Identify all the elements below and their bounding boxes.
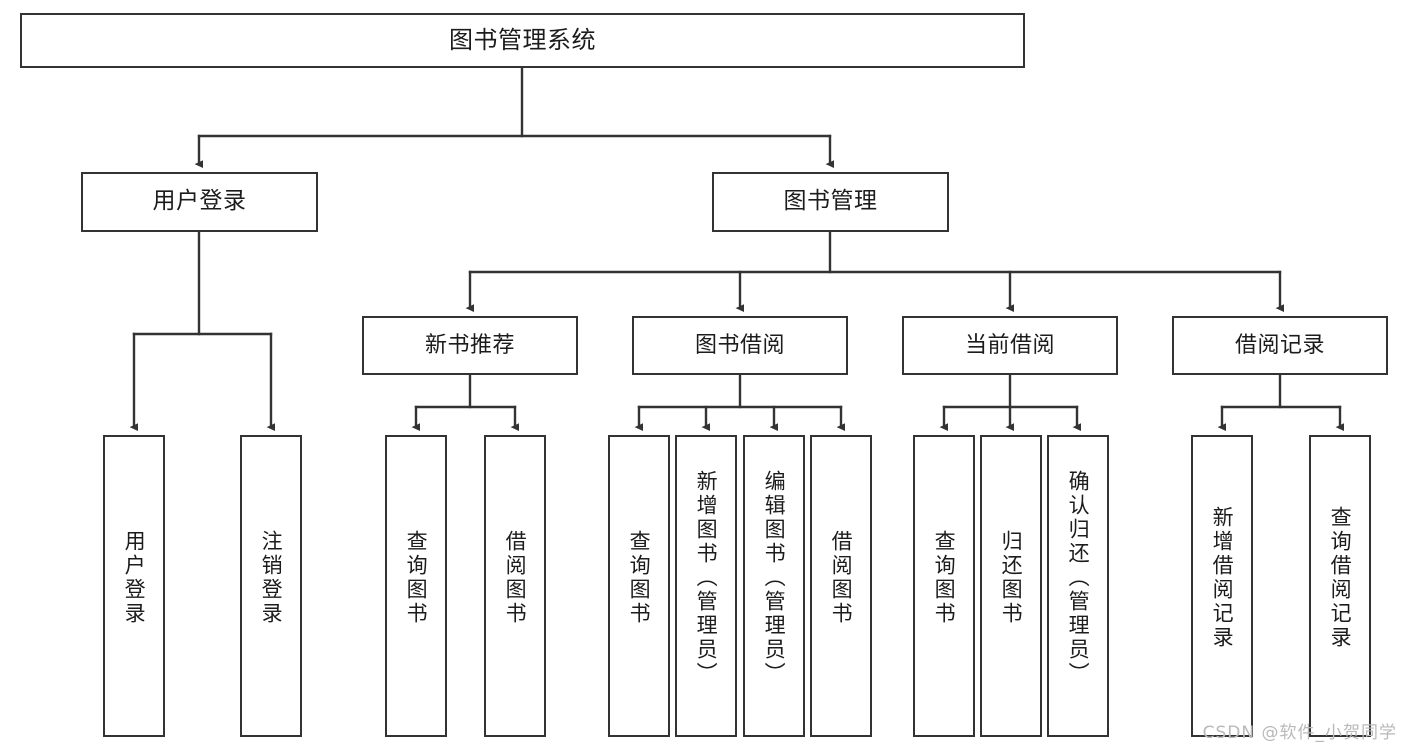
node-leaf-logout-login-label: 注销登录 <box>259 530 284 626</box>
node-leaf-edit-book[interactable]: 编辑图书（管理员） <box>743 435 805 737</box>
node-leaf-query-borrow-record[interactable]: 查询借阅记录 <box>1309 435 1371 737</box>
node-borrow-record[interactable]: 借阅记录 <box>1172 316 1388 375</box>
node-leaf-add-borrow-record-label: 新增借阅记录 <box>1210 506 1235 650</box>
node-root-label: 图书管理系统 <box>449 26 596 55</box>
node-user-login[interactable]: 用户登录 <box>81 172 318 232</box>
node-leaf-return-book[interactable]: 归还图书 <box>980 435 1042 737</box>
node-leaf-query-book-borrow-label: 查询图书 <box>627 530 652 626</box>
node-leaf-add-borrow-record[interactable]: 新增借阅记录 <box>1191 435 1253 737</box>
node-leaf-edit-book-label: 编辑图书（管理员） <box>762 470 787 686</box>
node-book-borrow-label: 图书借阅 <box>694 332 785 358</box>
node-leaf-query-book-current[interactable]: 查询图书 <box>913 435 975 737</box>
node-leaf-user-login-label: 用户登录 <box>122 530 147 626</box>
node-leaf-borrow-book[interactable]: 借阅图书 <box>810 435 872 737</box>
node-user-login-label: 用户登录 <box>152 188 247 215</box>
node-current-borrow[interactable]: 当前借阅 <box>902 316 1118 375</box>
node-new-book-recommend[interactable]: 新书推荐 <box>362 316 578 375</box>
node-leaf-add-book[interactable]: 新增图书（管理员） <box>675 435 737 737</box>
node-leaf-confirm-return-label: 确认归还（管理员） <box>1066 470 1091 686</box>
node-leaf-borrow-book-label: 借阅图书 <box>829 530 854 626</box>
node-root-book-management-system[interactable]: 图书管理系统 <box>20 13 1025 68</box>
node-new-book-recommend-label: 新书推荐 <box>424 332 515 358</box>
csdn-watermark: CSDN @软件_小贺同学 <box>1202 723 1397 743</box>
node-current-borrow-label: 当前借阅 <box>964 332 1055 358</box>
node-leaf-logout-login[interactable]: 注销登录 <box>240 435 302 737</box>
node-book-management-label: 图书管理 <box>783 188 878 215</box>
node-leaf-return-book-label: 归还图书 <box>999 530 1024 626</box>
node-book-management[interactable]: 图书管理 <box>712 172 949 232</box>
node-leaf-add-book-label: 新增图书（管理员） <box>694 470 719 686</box>
node-leaf-query-book-borrow[interactable]: 查询图书 <box>608 435 670 737</box>
node-leaf-borrow-book-recommend[interactable]: 借阅图书 <box>484 435 546 737</box>
node-leaf-confirm-return[interactable]: 确认归还（管理员） <box>1047 435 1109 737</box>
node-leaf-query-book-recommend-label: 查询图书 <box>404 530 429 626</box>
node-leaf-query-book-recommend[interactable]: 查询图书 <box>385 435 447 737</box>
node-leaf-query-borrow-record-label: 查询借阅记录 <box>1328 506 1353 650</box>
node-book-borrow[interactable]: 图书借阅 <box>632 316 848 375</box>
node-leaf-user-login[interactable]: 用户登录 <box>103 435 165 737</box>
node-leaf-borrow-book-recommend-label: 借阅图书 <box>503 530 528 626</box>
node-leaf-query-book-current-label: 查询图书 <box>932 530 957 626</box>
node-borrow-record-label: 借阅记录 <box>1234 332 1325 358</box>
